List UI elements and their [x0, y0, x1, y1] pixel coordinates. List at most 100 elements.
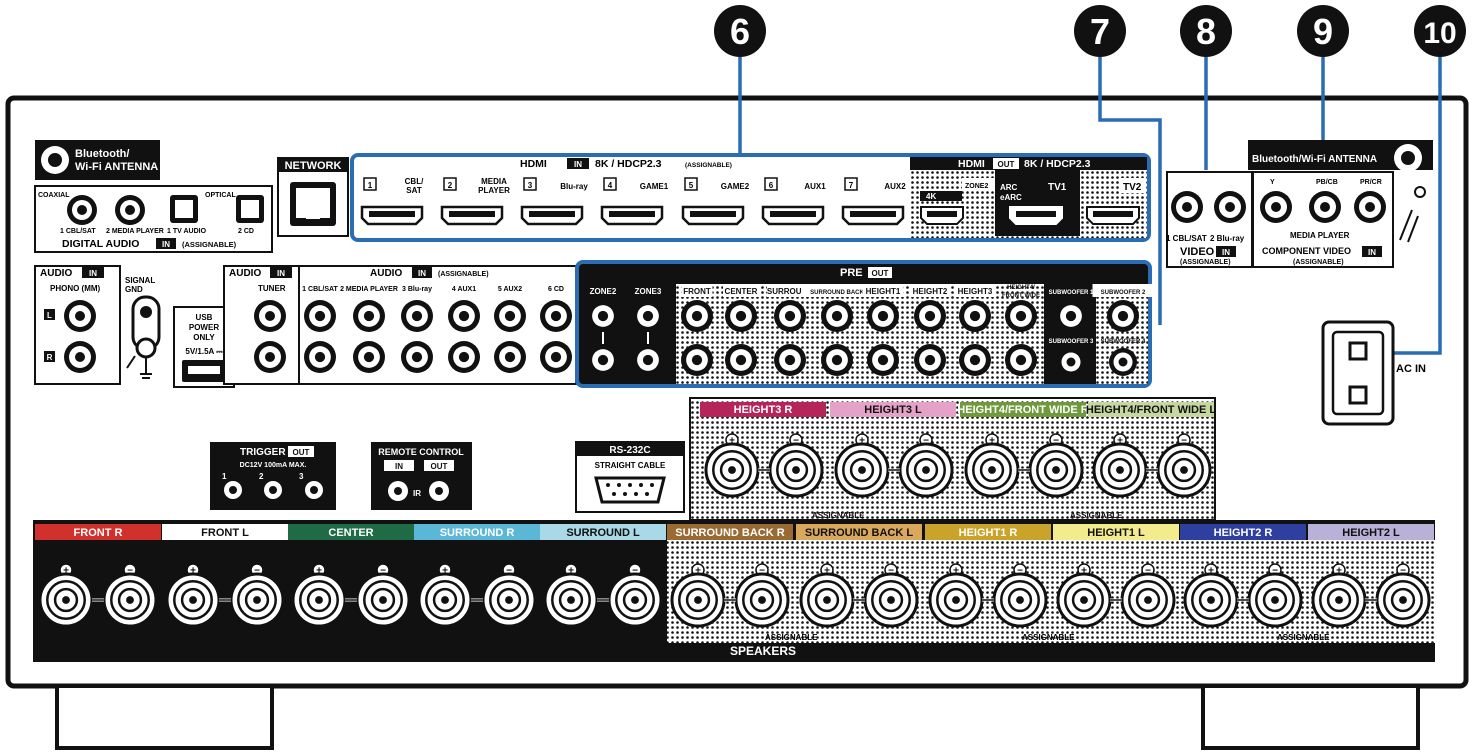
pre-out-jack[interactable] [821, 300, 853, 332]
video-jack[interactable] [1214, 191, 1246, 223]
trigger-jack-2[interactable] [264, 481, 282, 499]
pre-out-jack[interactable] [914, 344, 946, 376]
trigger-jack-1[interactable] [224, 481, 242, 499]
optical-port[interactable] [236, 195, 264, 223]
audio-in-label: 3 Blu-ray [402, 286, 432, 293]
speaker-terminal-pair[interactable]: +− [834, 433, 954, 498]
pre-out-jack[interactable] [959, 300, 991, 332]
audio-in-r-jack[interactable] [401, 341, 433, 373]
pre-out-jack[interactable] [914, 300, 946, 332]
speaker-terminal-pair[interactable]: +− [1056, 563, 1176, 628]
optical-port[interactable] [170, 195, 198, 223]
svg-text:+: + [989, 436, 995, 447]
pre-out-jack[interactable] [1005, 300, 1037, 332]
speaker-terminal-pair[interactable]: +− [928, 563, 1048, 628]
pre-out-jack[interactable] [867, 344, 899, 376]
audio-in-l-jack[interactable] [448, 300, 480, 332]
speaker-terminal-pair[interactable]: +− [704, 433, 824, 498]
pre-out-jack[interactable] [587, 300, 619, 332]
pre-out-jack[interactable] [1107, 300, 1139, 332]
audio-in-l-jack[interactable] [401, 300, 433, 332]
pre-out-jack[interactable] [867, 300, 899, 332]
video-jack[interactable] [1171, 191, 1203, 223]
pre-out-jack[interactable] [774, 300, 806, 332]
audio-in-l-jack[interactable] [494, 300, 526, 332]
pre-out-jack[interactable] [632, 344, 664, 376]
phono-r-jack[interactable] [64, 341, 96, 373]
audio-in-r-jack[interactable] [448, 341, 480, 373]
svg-text:HEIGHT4/FRONT WIDE R: HEIGHT4/FRONT WIDE R [957, 404, 1088, 416]
remote-in-jack[interactable] [388, 481, 408, 501]
pre-out-jack[interactable] [774, 344, 806, 376]
pre-out-jack[interactable] [587, 344, 619, 376]
trigger-jack-3[interactable] [305, 481, 323, 499]
pre-out-jack[interactable] [1057, 348, 1085, 376]
hdmi-port-label: MEDIA [481, 177, 507, 186]
speaker-terminal-pair[interactable]: +− [38, 563, 158, 628]
coaxial-jack[interactable] [115, 195, 145, 225]
audio-in-r-jack[interactable] [353, 341, 385, 373]
speaker-terminal-pair[interactable]: +− [543, 563, 663, 628]
speaker-terminal-pair[interactable]: +− [799, 563, 919, 628]
speaker-terminal-pair[interactable]: +− [1183, 563, 1303, 628]
speaker-terminal-pair[interactable]: +− [964, 433, 1084, 498]
pre-out-jack[interactable] [725, 344, 757, 376]
network-port[interactable]: NETWORK [277, 157, 349, 237]
tuner-l-jack[interactable] [254, 300, 286, 332]
pre-out-jack[interactable] [1109, 348, 1137, 376]
speaker-terminal-pair[interactable]: +− [670, 563, 790, 628]
audio-in-l-jack[interactable] [304, 300, 336, 332]
ac-inlet[interactable] [1321, 320, 1395, 426]
audio-in-l-jack[interactable] [540, 300, 572, 332]
pre-out-jack[interactable] [632, 300, 664, 332]
svg-text:+: + [1336, 566, 1342, 577]
pre-out-jack[interactable] [681, 300, 713, 332]
speaker-terminal-pair[interactable]: +− [417, 563, 537, 628]
speaker-terminal-pair[interactable]: +− [1311, 563, 1431, 628]
speaker-terminal-pair[interactable]: +− [1092, 433, 1212, 498]
speaker-terminal-pair[interactable]: +− [165, 563, 285, 628]
pre-out-jack[interactable] [1055, 300, 1087, 332]
pre-out-label: FRONT WIDE [1002, 293, 1040, 299]
remote-out-jack[interactable] [429, 481, 449, 501]
audio-in-r-jack[interactable] [304, 341, 336, 373]
audio-in-label: 5 AUX2 [498, 286, 522, 293]
pre-out-jack[interactable] [681, 344, 713, 376]
component-pb-jack[interactable] [1309, 191, 1341, 223]
pre-out-jack[interactable] [725, 300, 757, 332]
hdmi-out-tv1-port[interactable] [1009, 206, 1063, 225]
tuner-r-jack[interactable] [254, 341, 286, 373]
audio-in-r-jack[interactable] [540, 341, 572, 373]
svg-text:−: − [1017, 566, 1023, 577]
hdmi-out-zone2-port[interactable] [920, 206, 964, 225]
hdmi-out-tv2-port[interactable] [1086, 206, 1140, 225]
component-pr-jack[interactable] [1354, 191, 1386, 223]
pre-out-jack[interactable] [959, 344, 991, 376]
pre-out-jack[interactable] [821, 344, 853, 376]
bt-wifi-antenna-left[interactable]: Bluetooth/ Wi-Fi ANTENNA [35, 140, 160, 180]
speaker-label: HEIGHT4/FRONT WIDE R [957, 402, 1089, 417]
svg-text:1 CBL/SAT: 1 CBL/SAT [1166, 234, 1207, 243]
bt-wifi-antenna-right[interactable] [1394, 144, 1422, 172]
svg-text:AUDIO: AUDIO [370, 268, 402, 279]
pre-out-jack[interactable] [1005, 344, 1037, 376]
component-y-jack[interactable] [1260, 191, 1292, 223]
phono-l-jack[interactable] [64, 300, 96, 332]
svg-text:−: − [1181, 436, 1187, 447]
rs232c-port[interactable]: RS-232C STRAIGHT CABLE [575, 441, 685, 513]
audio-in-r-jack[interactable] [494, 341, 526, 373]
coaxial-jack[interactable] [67, 195, 97, 225]
svg-text:IN: IN [162, 240, 170, 249]
callout-6: 6 [714, 5, 766, 57]
audio-in-l-jack[interactable] [353, 300, 385, 332]
speaker-terminal-pair[interactable]: +− [291, 563, 411, 628]
